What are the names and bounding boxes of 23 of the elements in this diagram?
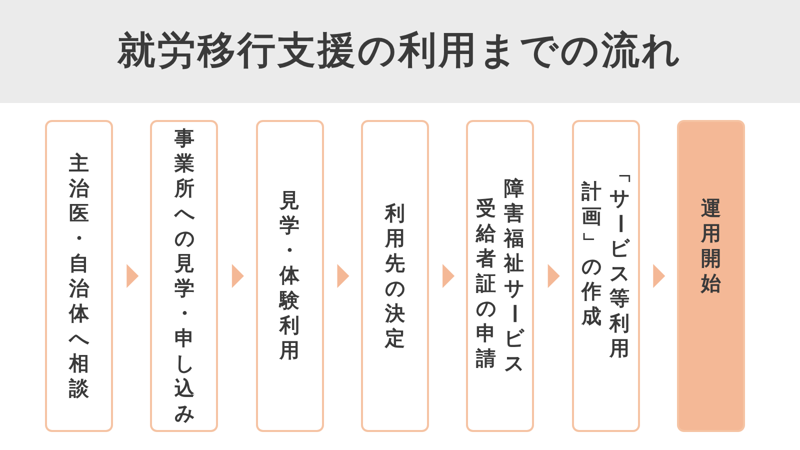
step-text: 「サービス等利用	[608, 162, 632, 361]
step-box	[45, 120, 113, 432]
step-text: 運用開始	[700, 196, 722, 296]
step-box	[572, 120, 640, 432]
step-box	[150, 120, 218, 432]
step-box	[256, 120, 324, 432]
step-text: 障害福祉サービス	[502, 176, 526, 376]
title: 就労移行支援の利用までの流れ	[118, 29, 682, 74]
step-text: 計画」の作成	[580, 180, 604, 329]
arrow	[548, 264, 560, 288]
step-text: 事業所への見学・申し込み	[173, 126, 196, 426]
step-text: 主治医・自治体へ相談	[68, 152, 90, 401]
arrow	[337, 264, 350, 288]
step-box	[676, 120, 745, 432]
arrow	[232, 264, 244, 288]
arrow	[653, 264, 666, 288]
arrow	[126, 264, 139, 288]
step-box	[360, 120, 429, 432]
step-text: 利用先の決定	[384, 202, 406, 351]
arrow	[442, 264, 455, 288]
step-text: 受給者証の申請	[474, 196, 498, 371]
step-box	[466, 120, 534, 432]
step-text: 見学・体験利用	[278, 189, 301, 364]
